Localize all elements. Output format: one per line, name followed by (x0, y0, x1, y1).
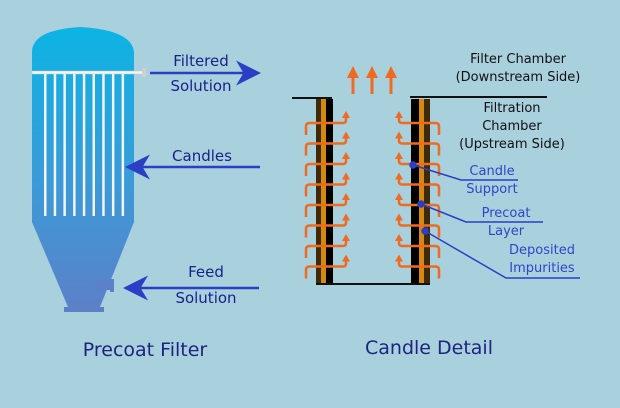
flow-arrowhead-right (395, 213, 403, 221)
flow-arrow-left (304, 199, 348, 217)
candle-support-label-line1: Candle (469, 164, 515, 179)
flow-arrow-right (397, 219, 441, 238)
flow-arrow-left (304, 260, 348, 279)
flow-arrowhead-right (395, 111, 403, 118)
candle-tube (121, 74, 125, 216)
flow-arrowhead-right (395, 234, 403, 241)
candle-tube (82, 74, 86, 216)
flow-arrowhead-left (342, 234, 350, 241)
precoat-leader (420, 203, 543, 223)
filter-chamber-line2: (Downstream Side) (455, 70, 581, 85)
flow-arrowhead-left (342, 152, 350, 159)
candle-tube (102, 74, 105, 216)
flow-arrow-left (304, 178, 348, 197)
flow-arrow-left (304, 117, 348, 135)
flow-arrowhead-left (342, 254, 350, 262)
flow-arrowhead-left (342, 193, 350, 200)
flow-arrow-right (397, 240, 441, 258)
deposited-label-line2: Impurities (509, 261, 575, 276)
impurities-right (424, 99, 430, 284)
flow-arrow-right (397, 158, 441, 176)
filtration-line1: Filtration (483, 101, 541, 116)
feed-nozzle (95, 281, 112, 290)
flow-arrow-left (304, 137, 348, 156)
downstream-flow-arrows (347, 66, 397, 94)
feed-label-line2: Solution (175, 289, 237, 307)
flow-arrowhead-right (395, 172, 403, 180)
flow-arrow-right (397, 137, 441, 156)
flow-arrowhead-left (342, 172, 350, 180)
flow-arrow-left (304, 240, 348, 258)
flow-arrow-right (397, 178, 441, 197)
flow-arrowhead-right (395, 193, 403, 200)
impurities-leader (424, 230, 580, 279)
flow-arrowhead-right (395, 152, 403, 159)
flow-arrowhead-right (395, 254, 403, 262)
candle-support-leader (412, 164, 518, 181)
flow-arrow-left (304, 219, 348, 238)
candle-manifold (31, 68, 146, 216)
candle-tube (44, 74, 47, 216)
flow-arrow-left (304, 158, 348, 176)
candle-tube (53, 74, 57, 216)
precoat-left (321, 99, 326, 284)
precoat-label-line1: Precoat (481, 206, 531, 221)
support-right (411, 99, 419, 284)
candles-label: Candles (172, 147, 232, 165)
flow-arrow-right (397, 260, 441, 279)
flow-arrowhead-left (342, 131, 350, 139)
support-left (326, 99, 333, 284)
precoat-label-line2: Layer (487, 224, 525, 239)
flow-arrowhead-left (342, 111, 350, 118)
candle-tube (92, 74, 95, 216)
filter-chamber-line1: Filter Chamber (470, 52, 566, 67)
feed-label-line1: Feed (188, 263, 224, 281)
candle-detail (292, 66, 580, 285)
deposited-label-line1: Deposited (509, 243, 575, 258)
precoat-filter-title: Precoat Filter (82, 339, 208, 361)
filtered-label-line2: Solution (170, 77, 232, 95)
flow-arrowhead-right (395, 131, 403, 139)
candle-support-label-line2: Support (466, 182, 518, 197)
candle-tube (73, 74, 76, 216)
flow-arrow-right (397, 117, 441, 135)
impurities-left (316, 99, 324, 284)
flow-arrowhead-left (342, 213, 350, 221)
candle-detail-title: Candle Detail (365, 337, 493, 359)
precoat-right (419, 99, 424, 284)
filtered-label-line1: Filtered (173, 52, 229, 70)
candle-tube (111, 74, 115, 216)
filtration-line3: (Upstream Side) (459, 137, 565, 152)
candle-tube (63, 74, 66, 216)
filtration-line2: Chamber (482, 119, 542, 134)
